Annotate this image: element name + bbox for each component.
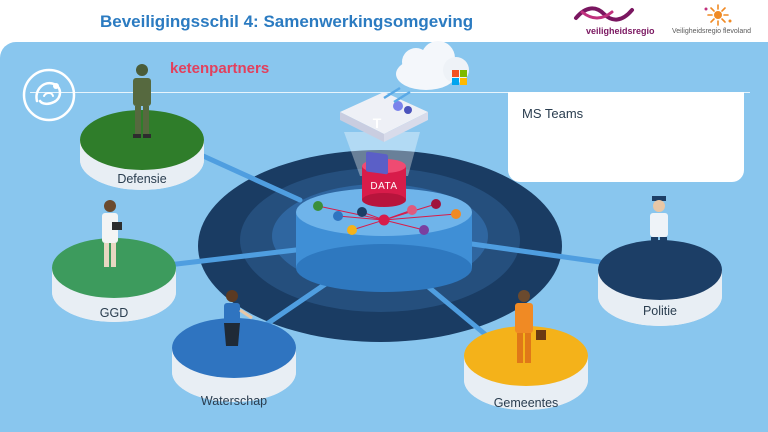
teams-icon: T [340,92,428,175]
header: Beveiligingsschil 4: Samenwerkingsomgevi… [0,0,768,42]
ms-teams-box: MS Teams [508,92,744,182]
person-icon [133,64,151,138]
connector-politie [469,241,603,265]
logo-right-text: Veiligheidsregio flevoland [672,28,751,35]
person-icon [515,290,546,363]
label-politie: Politie [642,304,678,318]
person-icon [650,196,668,269]
platform-ggd [52,238,176,322]
person-icon [102,200,122,267]
flevoland-logo: Veiligheidsregio flevoland [668,4,768,42]
ribbon-logo-icon [574,6,634,22]
label-defensie: Defensie [117,172,167,186]
label-gemeentes: Gemeentes [493,396,559,410]
connector-ggd [165,247,299,268]
connector-defensie [187,147,303,203]
starburst-logo-icon [704,4,732,26]
network-nodes [313,199,461,235]
data-cylinder [296,188,472,292]
label-waterschap: Waterschap [200,394,268,408]
windows-icon [452,70,467,85]
page-title: Beveiligingsschil 4: Samenwerkingsomgevi… [100,12,474,31]
label-ggd: GGD [99,306,129,320]
veiligheidsregio-logo: veiligheidsregio [572,4,664,40]
platform-waterschap [172,318,296,402]
platform-politie [598,240,722,326]
ms-teams-title: MS Teams [522,106,584,121]
divider [30,92,750,93]
cloud-icon [383,41,469,104]
person-icon [224,290,253,346]
logo-left-text: veiligheidsregio [586,26,655,36]
data-label: DATA [370,181,398,192]
svg-text:T: T [373,115,382,131]
subtitle-ketenpartners: ketenpartners [170,60,270,77]
platform-defensie [80,110,204,190]
